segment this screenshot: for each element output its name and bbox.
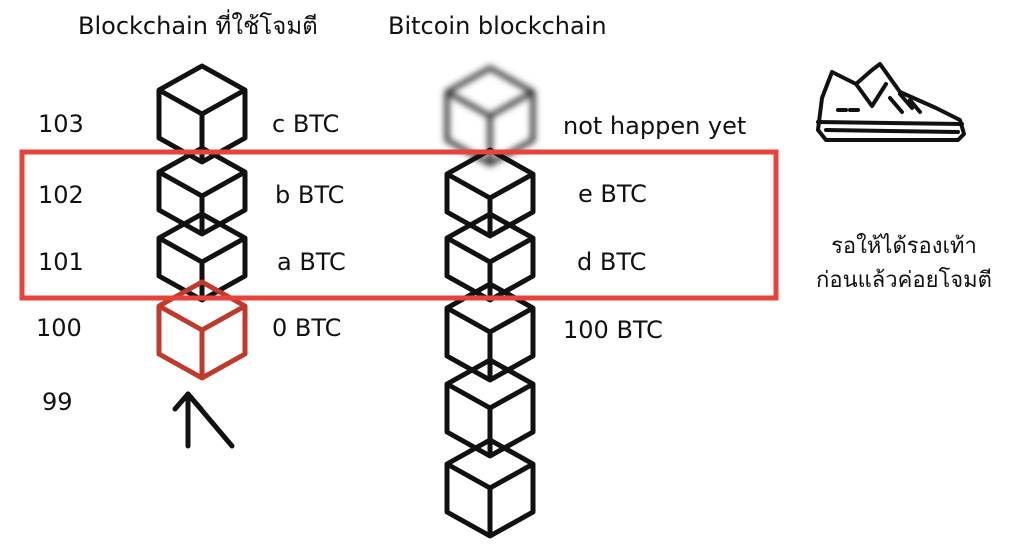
highlight-box xyxy=(19,149,779,301)
block-height-102: 102 xyxy=(38,181,84,209)
left-column-title: Blockchain ที่ใช้โจมตี xyxy=(78,12,318,40)
left-label-b-btc: b BTC xyxy=(275,181,345,209)
block-height-101: 101 xyxy=(38,248,84,276)
branch-arrow-head xyxy=(172,391,204,412)
right-label-d-btc: d BTC xyxy=(577,248,647,276)
attack-note-line-2: ก่อนแล้วค่อยโจมตี xyxy=(816,268,992,293)
attack-note: รอให้ได้รองเท้า ก่อนแล้วค่อยโจมตี xyxy=(796,230,1012,298)
left-label-0-btc: 0 BTC xyxy=(272,314,342,342)
right-label-100-btc: 100 BTC xyxy=(563,316,663,344)
block-left-100-fork xyxy=(156,279,248,381)
left-label-a-btc: a BTC xyxy=(277,248,346,276)
right-label-not-happen-yet: not happen yet xyxy=(563,112,747,140)
block-right-99 xyxy=(444,357,536,459)
left-chain xyxy=(156,63,248,381)
attack-note-line-1: รอให้ได้รองเท้า xyxy=(831,234,977,259)
right-label-e-btc: e BTC xyxy=(578,180,647,208)
block-height-103: 103 xyxy=(38,110,84,138)
right-chain xyxy=(444,65,536,539)
block-right-102 xyxy=(444,147,536,239)
block-right-100 xyxy=(444,281,536,383)
block-height-99: 99 xyxy=(42,388,73,416)
block-height-100: 100 xyxy=(36,314,82,342)
left-label-c-btc: c BTC xyxy=(272,110,340,138)
block-right-98 xyxy=(444,437,536,539)
right-column-title: Bitcoin blockchain xyxy=(388,12,607,40)
block-right-future-blurred xyxy=(444,65,536,167)
sneaker-icon xyxy=(816,62,966,142)
